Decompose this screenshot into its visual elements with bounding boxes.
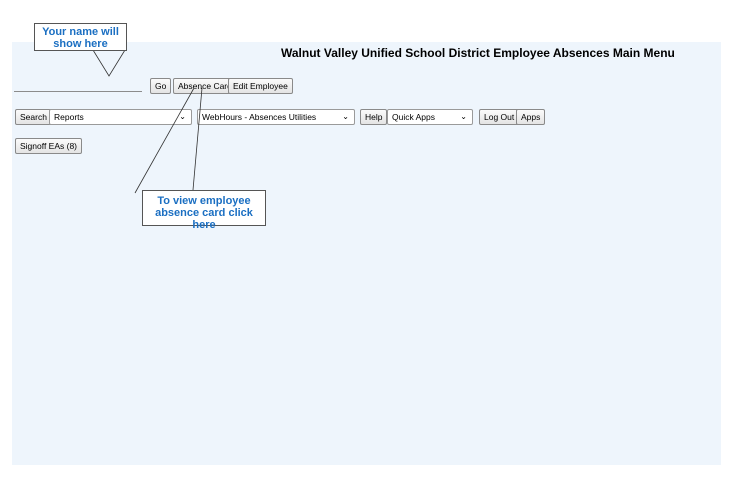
absence-card-callout: To view employee absence card click here xyxy=(142,190,266,231)
quick-apps-select[interactable]: Quick Apps ⌄ xyxy=(387,109,473,125)
chevron-down-icon: ⌄ xyxy=(179,112,186,121)
absence-callout-line1: To view employee xyxy=(157,195,251,207)
webhours-select-value: WebHours - Absences Utilities xyxy=(202,112,317,122)
go-button[interactable]: Go xyxy=(150,78,172,94)
absence-callout-line2: absence card click here xyxy=(155,207,253,231)
edit-employee-button[interactable]: Edit Employee xyxy=(228,78,293,94)
name-callout-line1: Your name will xyxy=(42,26,119,38)
signoff-eas-button[interactable]: Signoff EAs (8) xyxy=(15,138,83,154)
apps-button[interactable]: Apps xyxy=(516,109,546,125)
name-callout-line2: show here xyxy=(53,38,108,50)
employee-name-input[interactable] xyxy=(14,77,142,92)
name-callout: Your name will show here xyxy=(34,23,127,51)
page-title: Walnut Valley Unified School District Em… xyxy=(281,46,675,60)
chevron-down-icon: ⌄ xyxy=(460,112,467,121)
help-button[interactable]: Help xyxy=(360,109,388,125)
reports-select[interactable]: Reports ⌄ xyxy=(49,109,192,125)
absence-card-button[interactable]: Absence Card xyxy=(173,78,237,94)
webhours-select[interactable]: WebHours - Absences Utilities ⌄ xyxy=(197,109,355,125)
reports-select-value: Reports xyxy=(54,112,84,122)
chevron-down-icon: ⌄ xyxy=(342,112,349,121)
quick-apps-select-value: Quick Apps xyxy=(392,112,435,122)
